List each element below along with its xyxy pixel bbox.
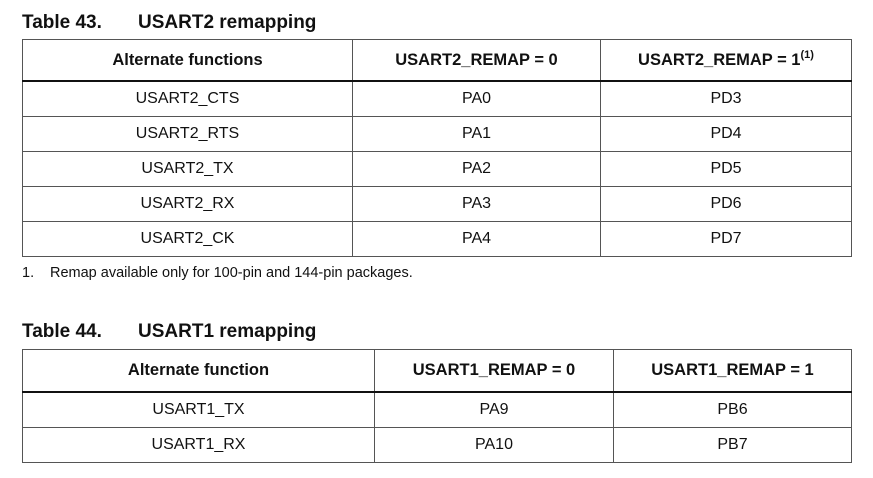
table-row: USART2_RX PA3 PD6 — [22, 186, 852, 222]
column-header-alternate-function: Alternate function — [22, 349, 375, 393]
table-row: USART2_RTS PA1 PD4 — [22, 116, 852, 152]
table-header-row: Alternate function USART1_REMAP = 0 USAR… — [22, 349, 852, 393]
column-header-remap-1-label: USART2_REMAP = 1 — [638, 50, 801, 69]
cell-remap-0: PA4 — [352, 221, 601, 257]
cell-alternate-function: USART2_TX — [22, 151, 353, 187]
footnote-text: Remap available only for 100-pin and 144… — [50, 265, 413, 281]
table-43-footnote: 1. Remap available only for 100-pin and 1… — [22, 265, 413, 281]
footnote-number: 1. — [22, 265, 35, 281]
table-44-number: Table 44. — [22, 321, 102, 342]
table-row: USART1_TX PA9 PB6 — [22, 391, 852, 428]
cell-alternate-function: USART2_CTS — [22, 80, 353, 117]
cell-remap-1: PD7 — [600, 221, 852, 257]
usart1-remapping-table: Alternate function USART1_REMAP = 0 USAR… — [22, 349, 852, 463]
footnote-reference: (1) — [800, 48, 814, 61]
cell-alternate-function: USART1_RX — [22, 427, 375, 463]
cell-remap-1: PD4 — [600, 116, 852, 152]
table-row: USART2_TX PA2 PD5 — [22, 151, 852, 187]
column-header-remap-1: USART2_REMAP = 1(1) — [600, 39, 852, 82]
table-row: USART2_CK PA4 PD7 — [22, 221, 852, 257]
column-header-remap-1: USART1_REMAP = 1 — [613, 349, 852, 393]
cell-remap-0: PA1 — [352, 116, 601, 152]
cell-remap-1: PD3 — [600, 80, 852, 117]
cell-remap-0: PA9 — [374, 391, 614, 428]
cell-alternate-function: USART2_RTS — [22, 116, 353, 152]
cell-remap-0: PA2 — [352, 151, 601, 187]
cell-remap-1: PD5 — [600, 151, 852, 187]
cell-remap-1: PB6 — [613, 391, 852, 428]
column-header-alternate-functions: Alternate functions — [22, 39, 353, 82]
table-row: USART1_RX PA10 PB7 — [22, 427, 852, 463]
cell-remap-0: PA3 — [352, 186, 601, 222]
cell-remap-0: PA0 — [352, 80, 601, 117]
cell-alternate-function: USART1_TX — [22, 391, 375, 428]
table-44-caption: Table 44. USART1 remapping — [22, 322, 316, 341]
column-header-remap-0: USART1_REMAP = 0 — [374, 349, 614, 393]
table-44-title: USART1 remapping — [138, 321, 317, 342]
cell-alternate-function: USART2_CK — [22, 221, 353, 257]
table-43-title: USART2 remapping — [138, 12, 317, 33]
cell-remap-1: PB7 — [613, 427, 852, 463]
table-header-row: Alternate functions USART2_REMAP = 0 USA… — [22, 39, 852, 82]
cell-alternate-function: USART2_RX — [22, 186, 353, 222]
table-row: USART2_CTS PA0 PD3 — [22, 80, 852, 117]
table-43-number: Table 43. — [22, 12, 102, 33]
cell-remap-1: PD6 — [600, 186, 852, 222]
usart2-remapping-table: Alternate functions USART2_REMAP = 0 USA… — [22, 39, 852, 257]
column-header-remap-0: USART2_REMAP = 0 — [352, 39, 601, 82]
cell-remap-0: PA10 — [374, 427, 614, 463]
table-43-caption: Table 43. USART2 remapping — [22, 13, 316, 32]
